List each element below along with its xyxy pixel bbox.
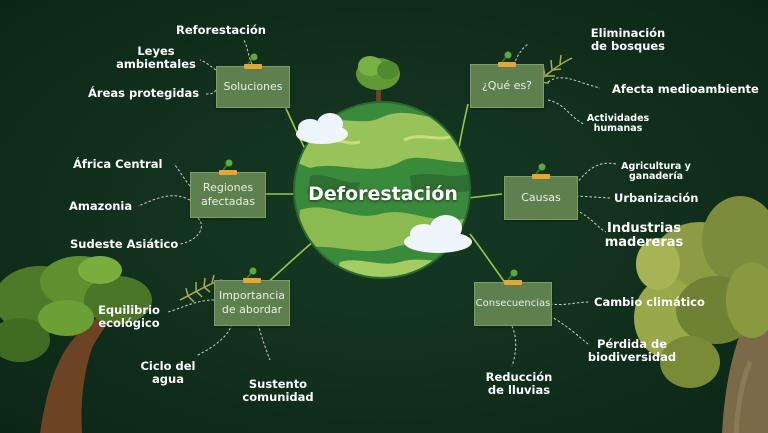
node-que-es[interactable]: ¿Qué es? xyxy=(470,51,544,108)
tape-decoration xyxy=(219,170,237,175)
item-perdida-biodiversidad: Pérdida de biodiversidad xyxy=(587,337,677,364)
pin-icon xyxy=(534,162,548,176)
item-sudeste-asiatico: Sudeste Asiático xyxy=(70,237,179,251)
item-industrias-madereras: Industrias madereras xyxy=(604,221,684,251)
item-cambio-climatico: Cambio climático xyxy=(594,295,705,309)
tape-decoration xyxy=(532,174,550,179)
item-actividades-humanas: Actividades humanas xyxy=(586,113,650,135)
cloud-illustration xyxy=(296,113,472,253)
node-soluciones[interactable]: Soluciones xyxy=(216,53,290,108)
item-areas-protegidas: Áreas protegidas xyxy=(88,86,200,100)
node-label: Soluciones xyxy=(223,80,283,94)
dashed-arrows xyxy=(137,39,617,367)
node-consecuencias[interactable]: Consecuencias xyxy=(474,269,552,326)
item-ciclo-agua: Ciclo del agua xyxy=(140,359,196,386)
item-urbanizacion: Urbanización xyxy=(614,191,699,205)
small-tree-illustration xyxy=(356,56,400,108)
item-africa-central: África Central xyxy=(73,157,163,171)
tape-decoration xyxy=(243,278,261,283)
item-eliminacion-bosques: Eliminación de bosques xyxy=(590,26,666,53)
item-reforestacion: Reforestación xyxy=(176,23,266,37)
node-label: Causas xyxy=(521,191,561,205)
item-agricultura-ganaderia: Agricultura y ganadería xyxy=(621,161,691,183)
node-label: ¿Qué es? xyxy=(481,79,533,93)
item-afecta-medioambiente: Afecta medioambiente xyxy=(612,82,759,96)
pin-icon xyxy=(246,52,260,66)
node-regiones[interactable]: Regiones afectadas xyxy=(190,159,266,218)
pin-icon xyxy=(506,268,520,282)
node-label: Importancia de abordar xyxy=(218,289,286,316)
node-importancia[interactable]: Importancia de abordar xyxy=(214,267,290,326)
item-sustento-comunidad: Sustento comunidad xyxy=(242,377,314,404)
item-amazonia: Amazonia xyxy=(69,199,133,213)
item-leyes-ambientales: Leyes ambientales xyxy=(116,44,196,71)
pin-icon xyxy=(500,50,514,64)
tape-decoration xyxy=(498,62,516,67)
tape-decoration xyxy=(244,64,262,69)
pin-icon xyxy=(221,158,235,172)
node-causas[interactable]: Causas xyxy=(504,163,578,220)
item-equilibrio-ecologico: Equilibrio ecológico xyxy=(98,303,160,330)
node-label: Consecuencias xyxy=(475,297,551,309)
left-tree-illustration xyxy=(0,256,152,433)
central-topic-title: Deforestación xyxy=(308,183,458,205)
pin-icon xyxy=(245,266,259,280)
node-label: Regiones afectadas xyxy=(201,181,255,208)
tape-decoration xyxy=(504,280,522,285)
item-reduccion-lluvias: Reducción de lluvias xyxy=(485,370,553,397)
right-tree-illustration xyxy=(634,196,768,433)
